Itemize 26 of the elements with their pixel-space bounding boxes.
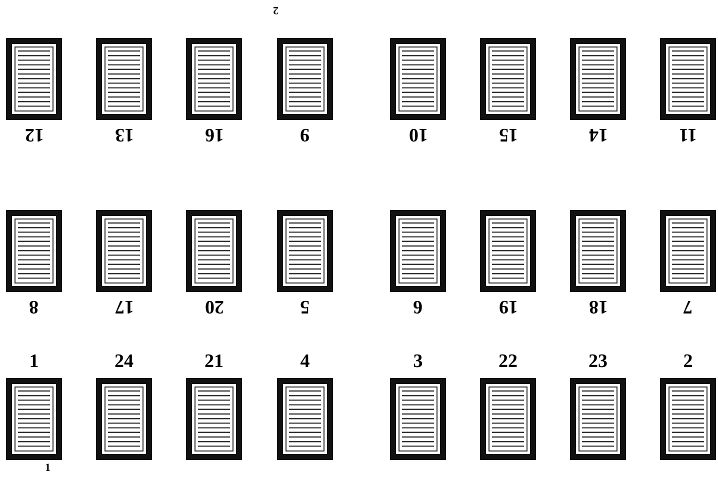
page-number: 16 — [204, 124, 224, 144]
page-number: 11 — [679, 124, 697, 144]
page-number: 9 — [300, 124, 310, 144]
signature-mark: 1 — [45, 462, 50, 474]
page-number: 7 — [683, 296, 693, 316]
page-number: 14 — [588, 124, 608, 144]
page-number: 17 — [114, 296, 134, 316]
page-number: 6 — [413, 296, 423, 316]
page-number: 2 — [683, 352, 693, 372]
page-number: 24 — [114, 352, 134, 372]
page-number: 23 — [588, 352, 608, 372]
page-number: 18 — [588, 296, 608, 316]
page-number: 13 — [114, 124, 134, 144]
page-number: 20 — [204, 296, 224, 316]
signature-mark: 2 — [273, 4, 278, 16]
page-number: 21 — [204, 352, 224, 372]
page-number: 15 — [498, 124, 518, 144]
page-number: 19 — [498, 296, 518, 316]
page-number: 10 — [408, 124, 428, 144]
page-number: 3 — [413, 352, 423, 372]
page-number: 12 — [24, 124, 44, 144]
page-number: 1 — [29, 352, 39, 372]
page-number: 5 — [300, 296, 310, 316]
page-number: 22 — [498, 352, 518, 372]
page-number: 8 — [29, 296, 39, 316]
page-number: 4 — [300, 352, 310, 372]
